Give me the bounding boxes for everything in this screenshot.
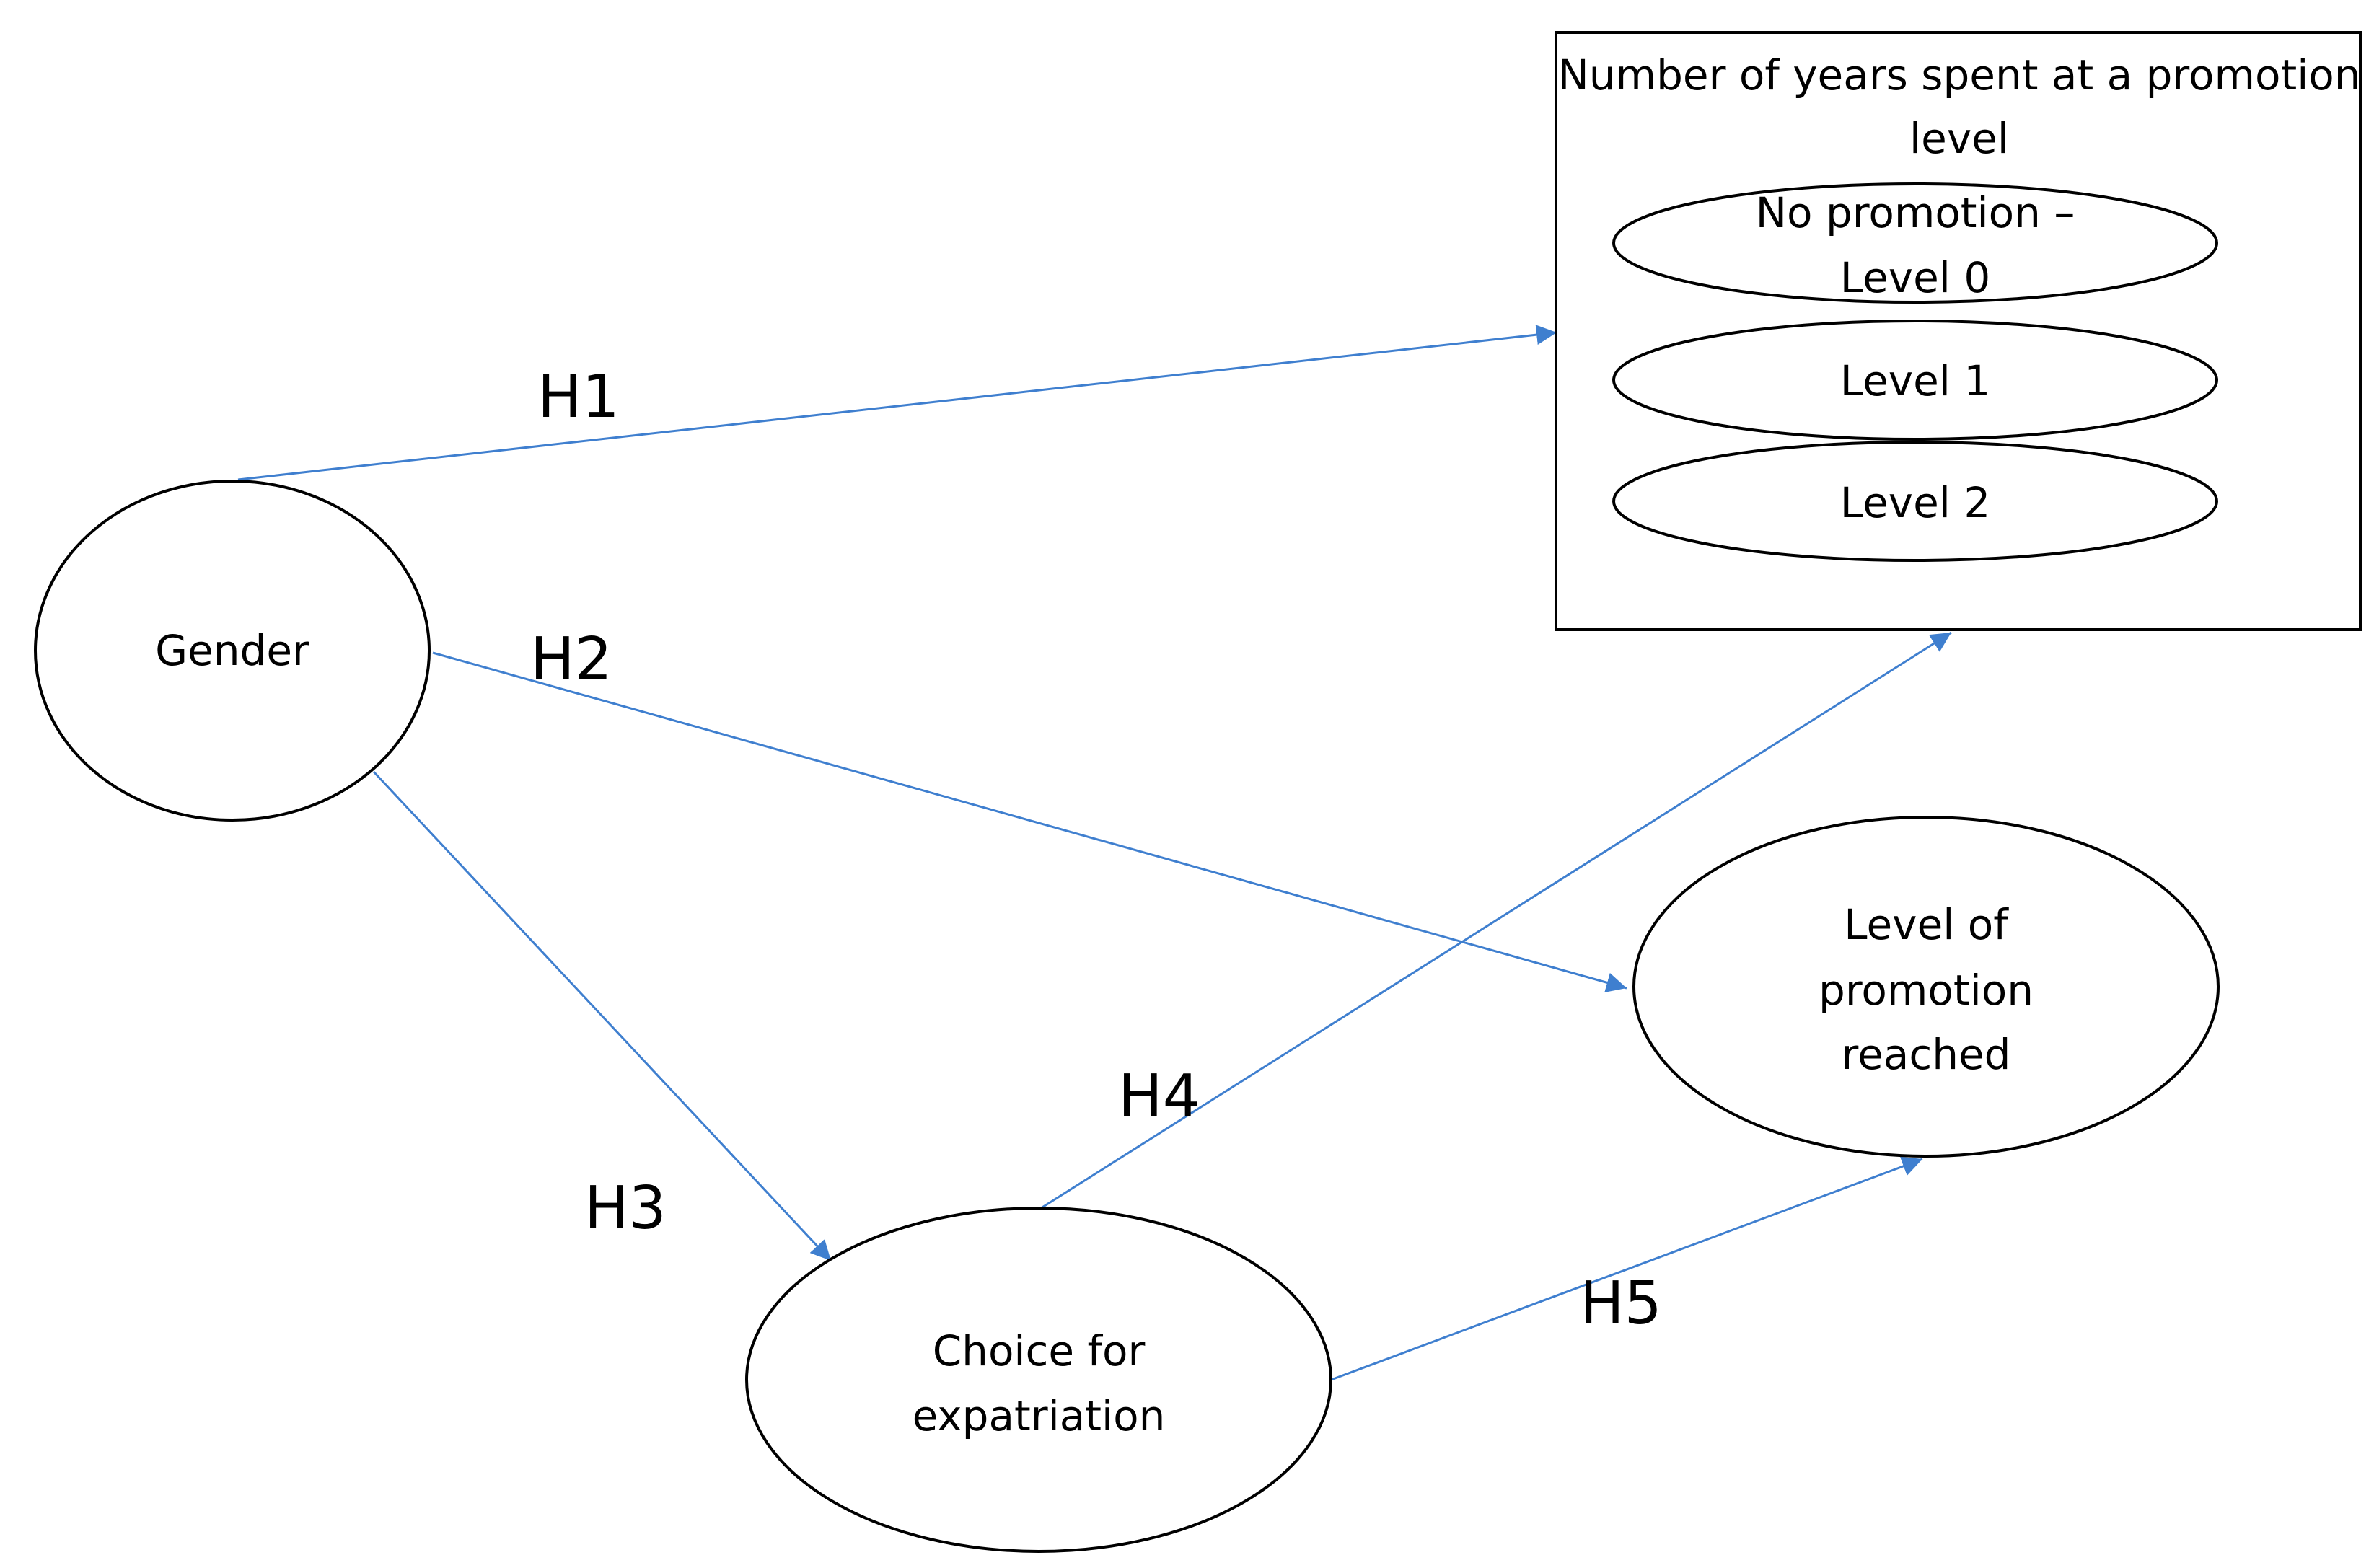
edge-h4: [1038, 631, 1952, 1211]
edge-h3: [372, 770, 832, 1262]
node-level1-shape: [1612, 320, 2218, 441]
node-promotion-reached-line-2: promotion: [1819, 966, 2034, 1015]
edge-label-h1: H1: [537, 363, 620, 431]
node-promotion-reached-line-3: reached: [1842, 1030, 2011, 1079]
node-level0-line-1: No promotion –: [1756, 188, 2075, 237]
edge-h1: [237, 325, 1557, 481]
node-level0-shape: [1612, 182, 2218, 304]
node-level1: Level 1: [1612, 320, 2218, 441]
node-level2-label: Level 2: [1840, 478, 1990, 527]
node-years-box-title-line-1: Number of years spent at a promotion: [1557, 50, 2360, 100]
node-level0: No promotion – Level 0: [1612, 182, 2218, 304]
node-years-box: Number of years spent at a promotion lev…: [1555, 31, 2362, 631]
node-expatriation-shape: [745, 1207, 1332, 1553]
node-level2-shape: [1612, 441, 2218, 562]
node-level1-label: Level 1: [1840, 356, 1990, 405]
node-promotion-reached: Level of promotion reached: [1632, 816, 2220, 1158]
node-years-box-title-line-2: level: [1909, 114, 2009, 163]
node-gender-label: Gender: [155, 626, 309, 675]
edge-label-h3: H3: [584, 1174, 667, 1243]
node-promotion-reached-shape: [1632, 816, 2220, 1158]
edge-label-h2: H2: [530, 625, 612, 694]
node-level0-line-2: Level 0: [1840, 253, 1990, 302]
node-expatriation-line-2: expatriation: [913, 1391, 1166, 1440]
node-promotion-reached-line-1: Level of: [1844, 900, 2009, 949]
edge-label-h5: H5: [1580, 1269, 1662, 1338]
node-gender: Gender: [34, 480, 431, 822]
edge-h5: [1327, 1156, 1923, 1383]
node-expatriation: Choice for expatriation: [745, 1207, 1332, 1553]
edge-label-h4: H4: [1118, 1062, 1200, 1131]
node-gender-shape: [34, 480, 431, 822]
edge-h2: [432, 651, 1627, 992]
node-level2: Level 2: [1612, 441, 2218, 562]
node-expatriation-line-1: Choice for: [933, 1326, 1146, 1375]
